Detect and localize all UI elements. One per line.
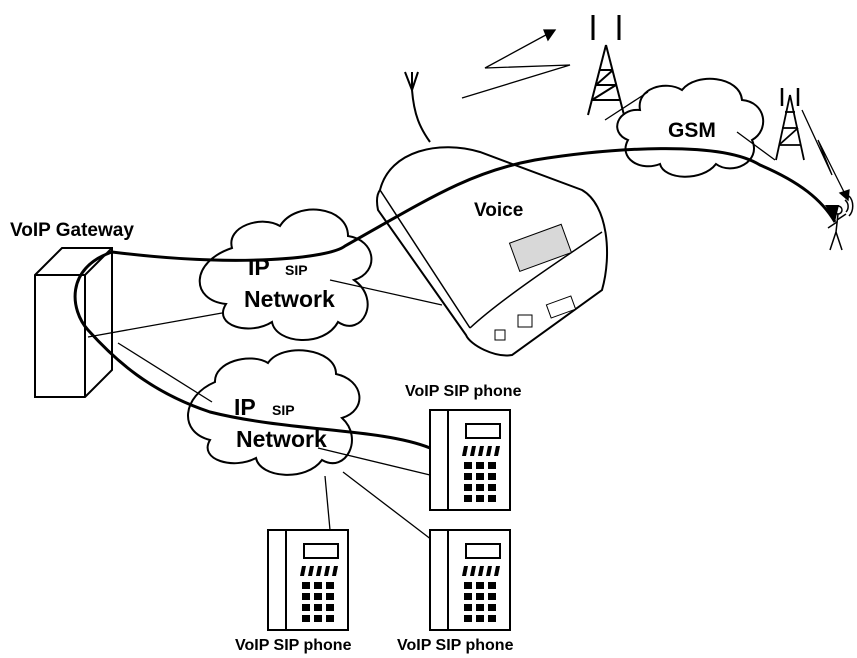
radio-tower-right [775,88,805,161]
phone-bottom-right-label: VoIP SIP phone [397,637,514,654]
call-path-line [111,147,837,262]
sip-phone-right-top [429,409,511,511]
ip-network-cloud-bottom [187,349,361,476]
power-port [494,329,506,341]
mobile-user-icon [827,195,854,251]
connection-lines [87,91,776,541]
phone-right-top-label: VoIP SIP phone [405,383,522,400]
voip-gateway-box [34,247,113,398]
sip-phone-bottom-left [267,529,349,631]
serial-port [545,295,577,319]
phone-bottom-left-label: VoIP SIP phone [235,637,352,654]
voice-gateway-device [375,71,608,357]
wireless-signals [461,29,850,202]
gsm-cloud [616,77,765,178]
voice-label: Voice [474,200,523,221]
cloud-bottom-sip-label: SIP [272,402,295,418]
cloud-bottom-ip-label: IP [234,394,256,420]
led-panel [508,223,573,272]
cloud-bottom-network-label: Network [236,426,327,452]
call-path-loop [73,250,431,450]
cloud-top-sip-label: SIP [285,262,308,278]
ip-network-cloud-top [198,208,373,341]
gsm-label: GSM [668,119,716,142]
sip-phone-bottom-right [429,529,511,631]
cloud-top-network-label: Network [244,286,335,312]
cloud-top-ip-label: IP [248,254,270,280]
call-path-arrowhead [825,205,839,222]
gateway-label: VoIP Gateway [10,220,134,241]
radio-tower-left [587,15,625,116]
ethernet-port [517,314,533,328]
